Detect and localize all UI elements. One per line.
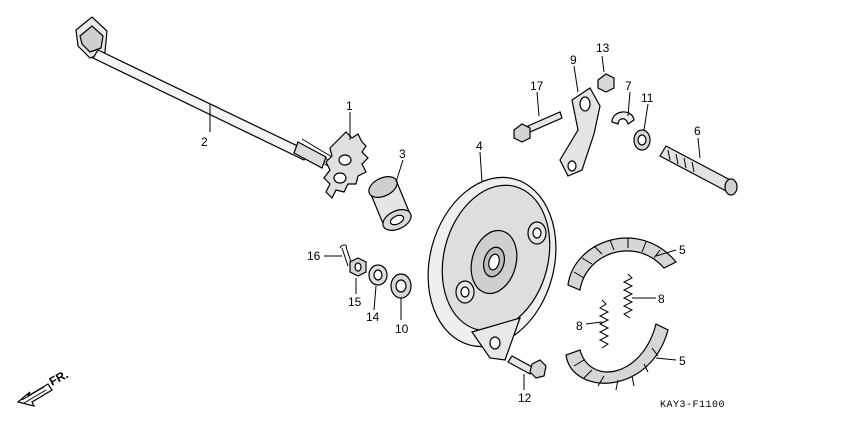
front-direction-arrow: FR. [16,367,71,407]
spring-left [598,299,610,349]
collar [368,176,412,231]
spring-right [622,273,634,319]
callout-4: 4 [476,139,483,153]
bolt-17 [513,111,563,143]
washer-14 [368,264,388,286]
callout-17: 17 [530,79,544,93]
callout-9: 9 [570,53,577,67]
brake-shoe-upper [567,237,677,291]
callout-3: 3 [399,147,406,161]
callout-5-upper: 5 [679,243,686,257]
callouts: 1 2 3 4 5 5 6 7 8 8 9 10 11 12 13 14 15 … [201,41,701,405]
front-direction-label: FR. [47,367,71,388]
brake-panel [427,176,557,361]
callout-10: 10 [395,322,409,336]
callout-2: 2 [201,135,208,149]
callout-15: 15 [348,295,362,309]
callout-8-right: 8 [658,292,665,306]
nut-13 [597,73,615,93]
rear-axle [75,16,333,169]
brake-shoe-lower [565,323,669,391]
callout-12: 12 [518,391,532,405]
wear-indicator [611,111,635,125]
callout-16: 16 [307,249,321,263]
callout-8-left: 8 [576,319,583,333]
axle-nut [349,257,367,277]
brake-arm [559,87,601,177]
bolt-12 [507,355,547,379]
sprocket-plate [323,131,369,200]
callout-1: 1 [346,99,353,113]
diagram-code: KAY3-F1100 [660,400,725,411]
leader-lines [209,55,701,390]
callout-11: 11 [641,91,654,105]
callout-13: 13 [596,41,610,55]
washer-10 [390,273,412,299]
callout-7: 7 [625,79,632,93]
callout-14: 14 [366,310,380,324]
brake-cam [659,145,738,196]
callout-5-lower: 5 [679,354,686,368]
felt-seal [633,129,651,151]
callout-6: 6 [694,124,701,138]
